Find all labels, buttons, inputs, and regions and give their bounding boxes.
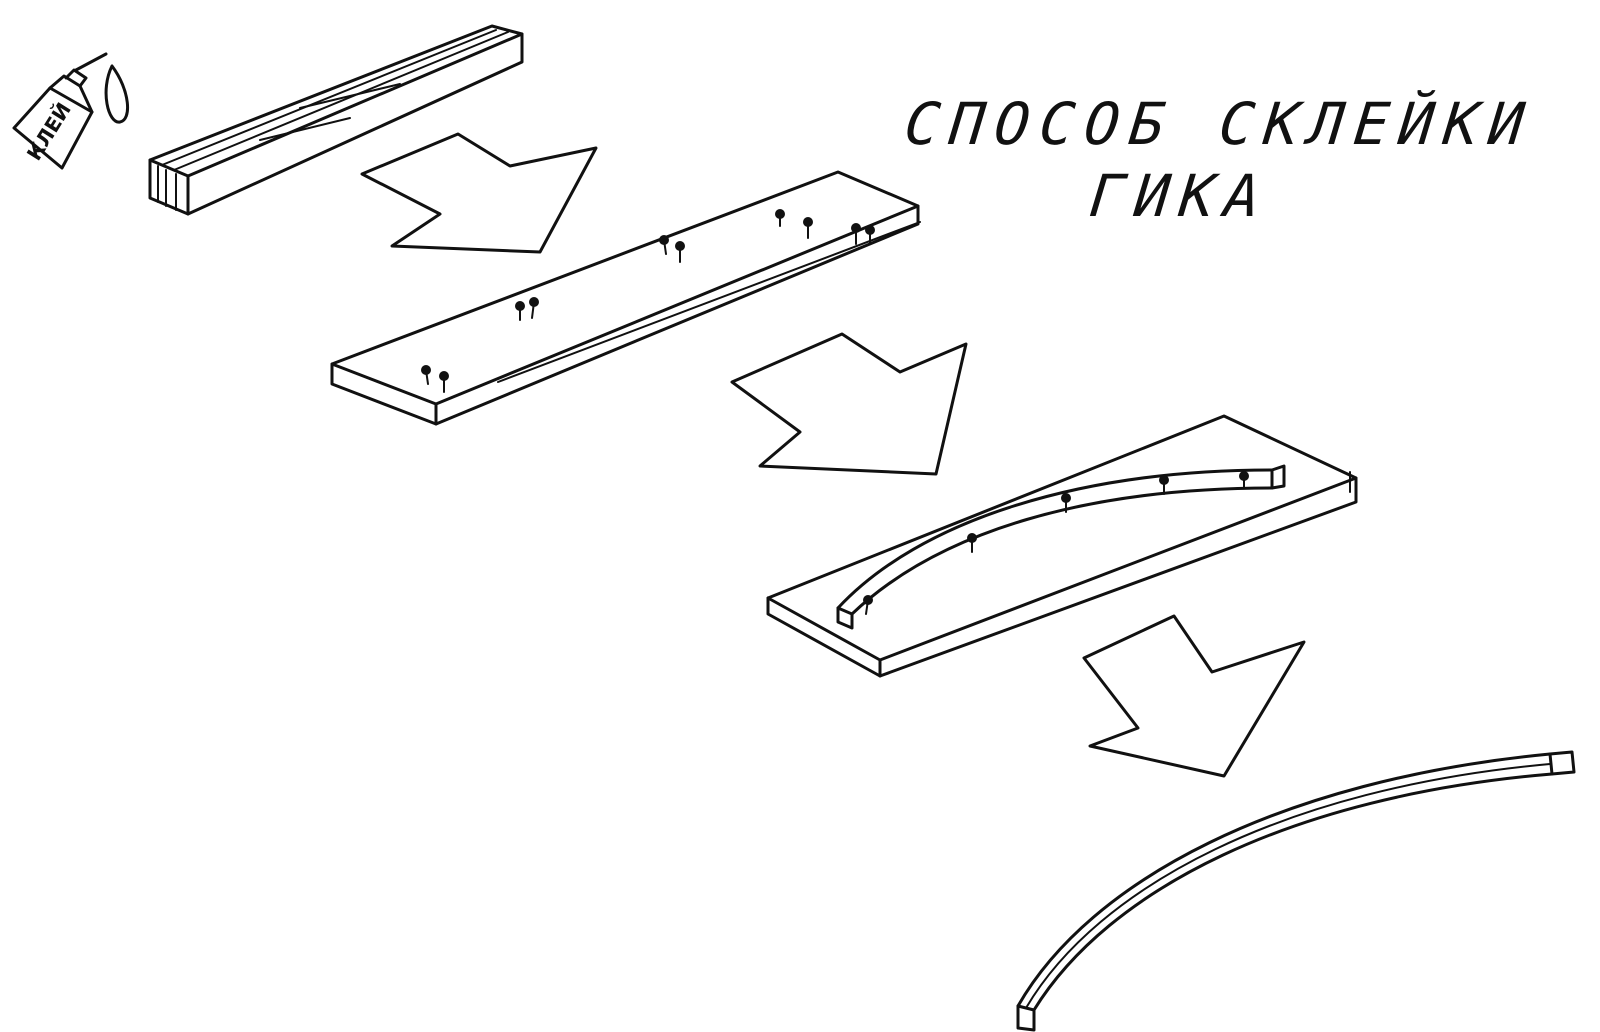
pin	[515, 301, 525, 321]
pin	[1061, 493, 1071, 513]
pin	[863, 595, 873, 615]
laminated-strips-bar	[148, 24, 524, 216]
arrow-step-3	[1082, 614, 1306, 778]
pins-row	[421, 209, 875, 393]
pin	[1159, 475, 1169, 495]
pin	[775, 209, 785, 227]
curve-pins	[863, 471, 1249, 615]
pin	[439, 371, 449, 393]
title-line-2: ГИКА	[1086, 162, 1274, 230]
pin	[421, 365, 431, 385]
pin	[659, 235, 669, 255]
board-with-pins	[330, 170, 921, 426]
pin	[967, 533, 977, 553]
pin	[675, 241, 685, 263]
arrow-step-1	[360, 132, 598, 254]
board-with-bent-strips	[766, 414, 1358, 678]
finished-curved-boom	[1016, 750, 1576, 1032]
pin	[865, 225, 875, 245]
pin	[529, 297, 539, 319]
title-line-1: СПОСОБ СКЛЕЙКИ	[901, 90, 1538, 158]
glue-bottle: КЛЕЙ	[12, 52, 130, 170]
pin	[1239, 471, 1249, 489]
pin	[851, 223, 861, 245]
bent-strips	[836, 464, 1286, 630]
pin	[803, 217, 813, 239]
arrow-step-2	[730, 332, 968, 476]
